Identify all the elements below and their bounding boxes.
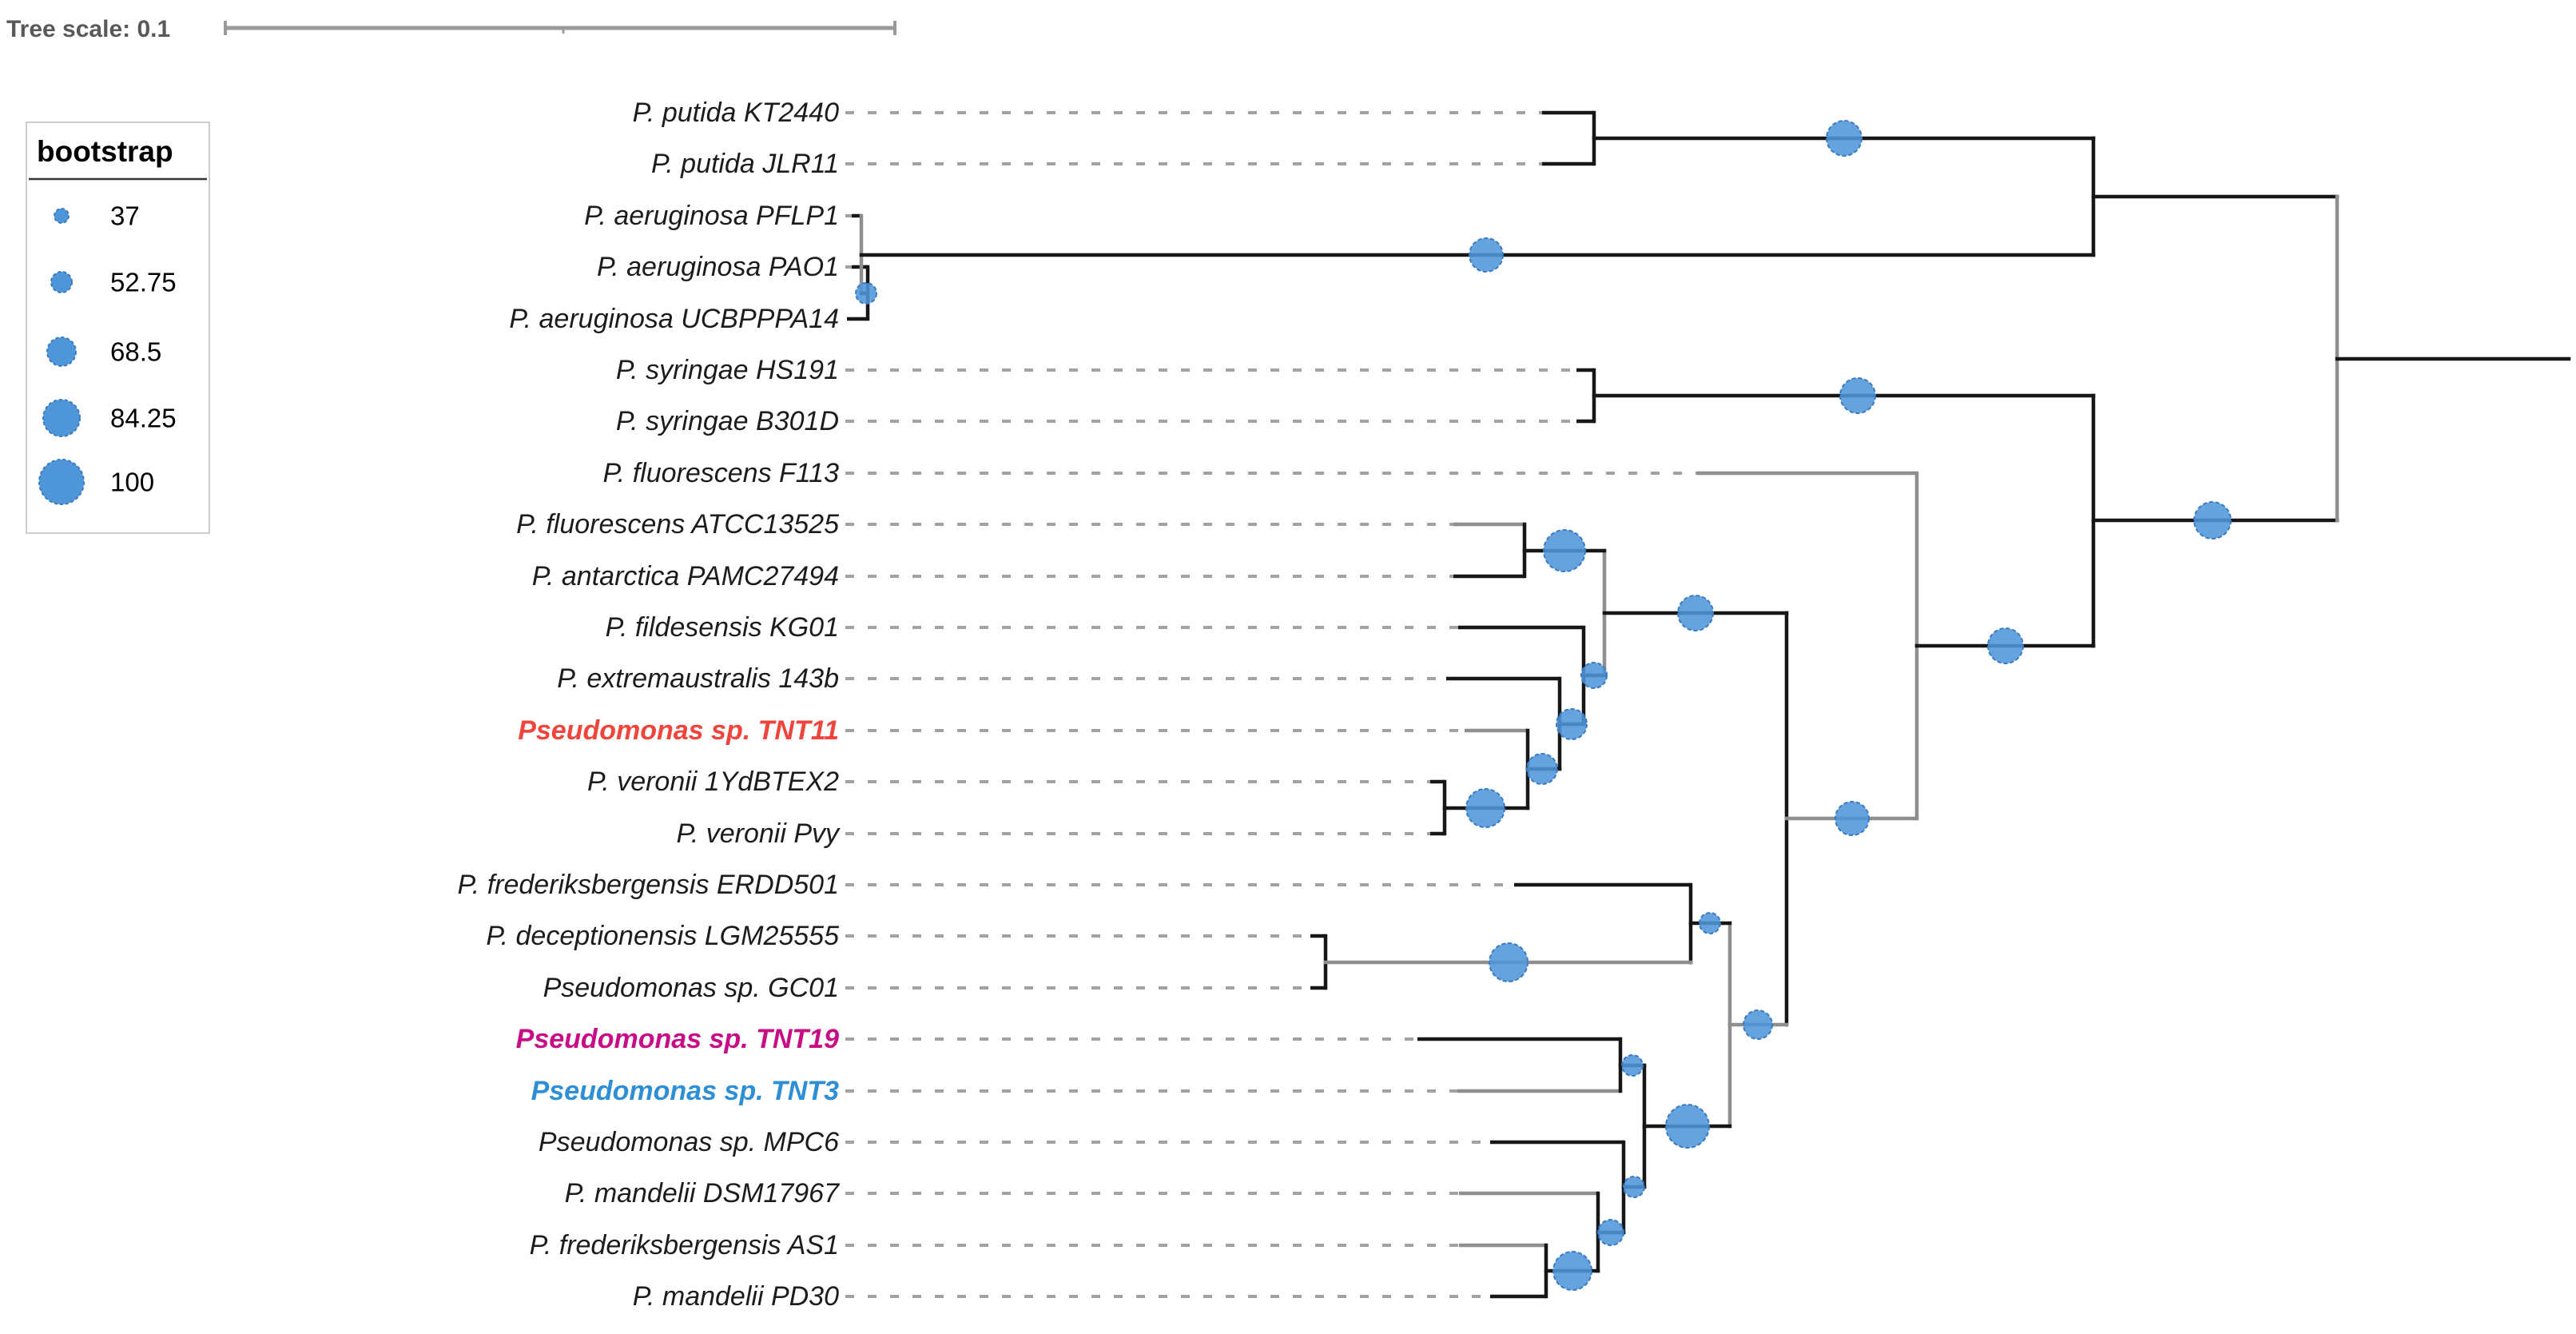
bootstrap-node-frederiks-mandelii [1743,1009,1773,1040]
taxon-label: P. frederiksbergensis AS1 [530,1230,839,1260]
legend-bootstrap-circle [50,271,73,293]
bootstrap-node-143b-clade [1556,708,1588,740]
bootstrap-node-aeruginosa-pao1-ucbp [855,282,877,305]
taxon-label: P. veronii Pvy [677,818,841,849]
taxon-label: P. mandelii DSM17967 [565,1178,840,1209]
taxon-label: P. fildesensis KG01 [606,612,839,643]
bootstrap-node-fluorescens-mandelii [1835,801,1870,836]
legend-bootstrap-circle [46,336,77,367]
bootstrap-node-syringae-pair [1839,377,1876,414]
taxon-label: P. extremaustralis 143b [557,663,839,694]
taxon-label: P. putida KT2440 [633,98,839,128]
taxon-label: P. syringae B301D [616,406,839,436]
legend-bootstrap-value: 52.75 [110,268,177,297]
taxon-label: P. aeruginosa UCBPPPA14 [509,304,839,334]
taxon-label: P. fluorescens ATCC13525 [516,509,839,540]
taxon-label: P. mandelii PD30 [633,1281,839,1312]
bootstrap-legend: bootstrap 37 52.75 68.5 84.25 100 [26,121,210,534]
taxon-label: P. antarctica PAMC27494 [532,561,839,591]
legend-title: bootstrap [37,135,173,168]
bootstrap-node-dsm17967-clade [1597,1219,1624,1246]
bootstrap-node-aeruginosa-clade [1469,237,1504,273]
taxon-label: Pseudomonas sp. MPC6 [539,1127,839,1157]
taxon-label: Pseudomonas sp. TNT3 [531,1076,839,1106]
bootstrap-node-putida-pair [1826,120,1862,157]
taxon-label: Pseudomonas sp. TNT11 [518,715,839,746]
taxon-label: P. putida JLR11 [651,149,839,179]
tree-scale-bar [224,21,896,35]
taxon-label: P. aeruginosa PFLP1 [584,201,839,231]
bootstrap-node-veronii-pair [1465,788,1505,828]
legend-bootstrap-circle [54,208,70,224]
legend-bootstrap-circle [42,399,81,437]
bootstrap-node-tnt19-tnt3-pair [1621,1054,1644,1077]
tree-scale: Tree scale: 0.1 [6,16,896,42]
taxon-label: Pseudomonas sp. TNT19 [516,1024,839,1054]
taxon-label: P. deceptionensis LGM25555 [486,921,839,951]
bootstrap-node-tnt-mandelii [1665,1104,1710,1149]
tree-scale-label: Tree scale: 0.1 [6,16,170,42]
legend-bootstrap-value: 68.5 [110,337,161,367]
bootstrap-node-fluorescens-veronii [1677,595,1714,631]
legend-bootstrap-value: 37 [110,201,140,231]
legend-entries: 37 52.75 68.5 84.25 100 [38,201,177,505]
taxon-label: P. syringae HS191 [616,355,839,385]
bootstrap-node-syringae-fluorescens [2193,501,2232,540]
bootstrap-node-erdd501-clade [1699,912,1721,934]
phylo-tree: P. putida KT2440 P. putida JLR11 P. aerugi… [458,98,2571,1312]
legend-bootstrap-value: 100 [110,468,154,497]
bootstrap-node-kg01-clade [1580,662,1608,689]
bootstrap-node-as1-pd30-pair [1552,1251,1592,1291]
taxon-label: Pseudomonas sp. GC01 [543,973,839,1003]
bootstrap-node-lgm-gc01-pair [1489,942,1529,982]
legend-bootstrap-value: 84.25 [110,404,177,433]
taxon-label: P. frederiksbergensis ERDD501 [458,870,840,900]
bootstrap-node-f113-clade [1987,627,2024,664]
bootstrap-node-tnt11-veronii [1526,753,1558,785]
taxon-label: P. aeruginosa PAO1 [597,252,839,282]
bootstrap-node-mpc6-clade [1623,1176,1645,1198]
bootstrap-node-atcc-pamc-pair [1543,529,1586,572]
legend-bootstrap-circle [38,459,85,505]
taxon-label: P. veronii 1YdBTEX2 [587,767,839,797]
taxon-label: P. fluorescens F113 [603,458,840,488]
